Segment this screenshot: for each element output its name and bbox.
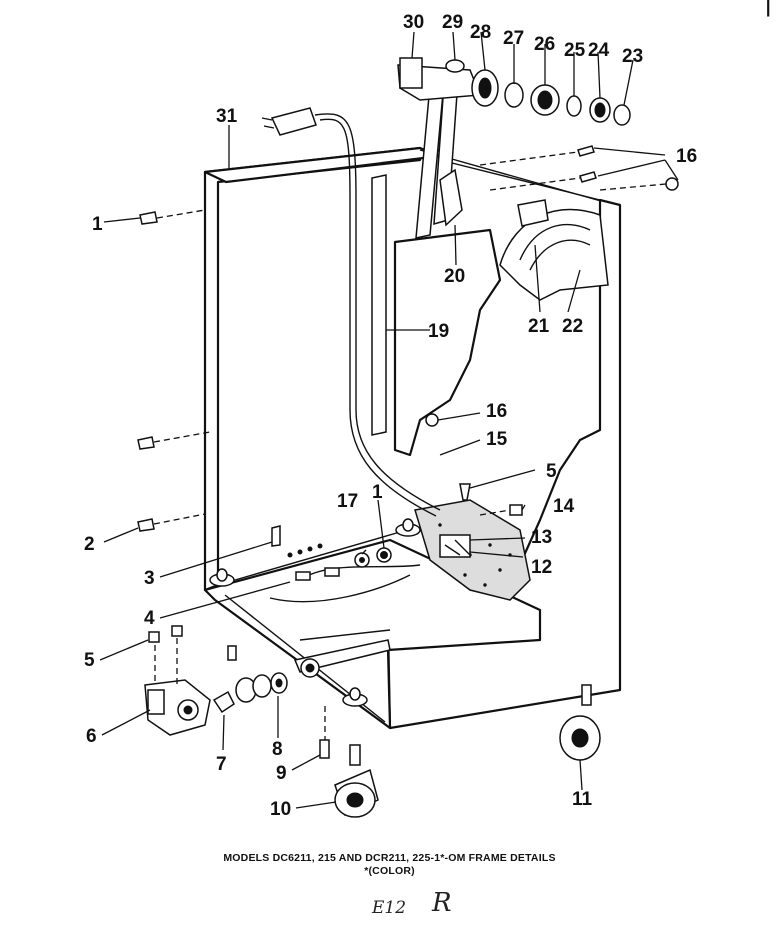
callout-5-right: 5 bbox=[546, 461, 557, 482]
callout-23: 23 bbox=[622, 46, 643, 67]
callout-4: 4 bbox=[144, 608, 155, 629]
callout-22: 22 bbox=[562, 316, 583, 337]
callout-15: 15 bbox=[486, 429, 508, 450]
leader-lines bbox=[99, 31, 679, 809]
callout-30: 30 bbox=[403, 12, 424, 33]
callout-21: 21 bbox=[528, 316, 550, 337]
callout-16-top: 16 bbox=[676, 146, 697, 167]
callout-9: 9 bbox=[276, 763, 287, 784]
callout-25: 25 bbox=[564, 40, 586, 61]
loose-parts bbox=[137, 145, 679, 818]
callout-8: 8 bbox=[272, 739, 283, 760]
callout-11: 11 bbox=[572, 789, 593, 810]
callout-6: 6 bbox=[86, 726, 97, 747]
handwritten-note-right: R bbox=[432, 888, 452, 918]
callout-2: 2 bbox=[84, 534, 95, 555]
callout-26: 26 bbox=[534, 34, 555, 55]
callout-16-mid: 16 bbox=[486, 401, 507, 422]
hose-assembly bbox=[397, 57, 631, 301]
callout-10: 10 bbox=[270, 799, 291, 820]
cabinet-frame bbox=[203, 107, 622, 730]
callout-5-left: 5 bbox=[84, 650, 95, 671]
callout-17: 17 bbox=[337, 491, 358, 512]
caption-title: MODELS DC6211, 215 AND DCR211, 225-1*-OM… bbox=[223, 852, 556, 864]
handwritten-note-left: E12 bbox=[372, 898, 407, 918]
callout-7: 7 bbox=[216, 754, 227, 775]
callout-14: 14 bbox=[553, 496, 575, 517]
callout-19: 19 bbox=[428, 321, 449, 342]
corner-mark-icon: ┃ bbox=[764, 0, 773, 16]
exploded-frame-diagram: 30 29 28 27 26 25 24 23 31 16 1 20 21 22… bbox=[84, 12, 697, 820]
callout-3: 3 bbox=[144, 568, 155, 589]
callout-29: 29 bbox=[442, 12, 463, 33]
callout-24: 24 bbox=[588, 40, 610, 61]
callout-13: 13 bbox=[531, 527, 552, 548]
caption-subtitle: *(COLOR) bbox=[364, 865, 415, 877]
callout-1-mid: 1 bbox=[372, 482, 383, 503]
callout-1-left: 1 bbox=[92, 214, 103, 235]
callout-27: 27 bbox=[503, 28, 524, 49]
callout-20: 20 bbox=[444, 266, 465, 287]
callout-28: 28 bbox=[470, 22, 491, 43]
callout-labels: 30 29 28 27 26 25 24 23 31 16 1 20 21 22… bbox=[84, 12, 697, 820]
callout-12: 12 bbox=[531, 557, 552, 578]
callout-31: 31 bbox=[216, 106, 238, 127]
